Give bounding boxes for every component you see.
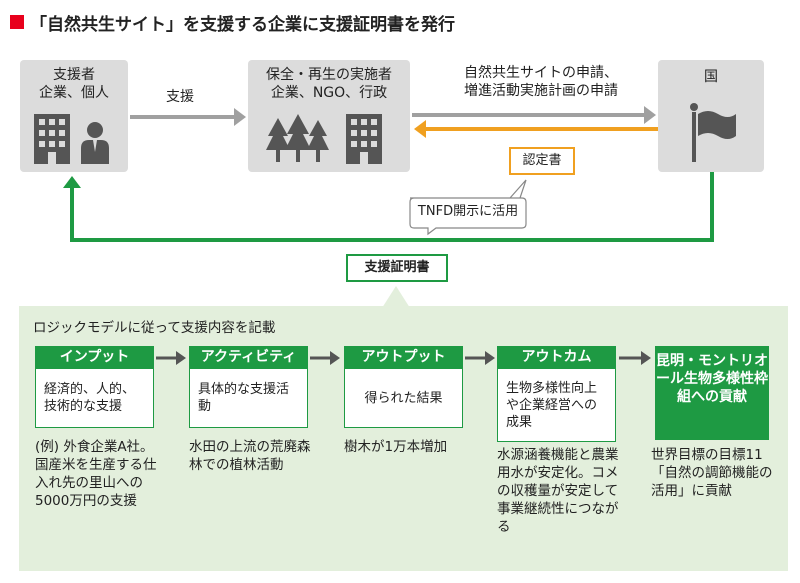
implementer-line1: 保全・再生の実施者 — [266, 67, 392, 83]
logic-title: ロジックモデルに従って支援内容を記載 — [33, 320, 276, 336]
application-line2: 増進活動実施計画の申請 — [464, 83, 618, 99]
step-activity-box: 具体的な支援活動 — [189, 368, 308, 428]
application-line1: 自然共生サイトの申請、 — [464, 65, 618, 81]
step-outcome-box: 生物多様性向上や企業経営への成果 — [497, 368, 616, 442]
support-arrow — [130, 108, 246, 126]
step-activity-desc: 水田の上流の荒廃森林での植林活動 — [189, 439, 311, 473]
title-marker — [10, 15, 24, 29]
step-arrow-3 — [465, 351, 495, 365]
step-output-box-text: 得られた結果 — [364, 390, 443, 406]
trees-building-icon — [266, 114, 382, 164]
step-outcome-head: アウトカム — [497, 346, 616, 368]
implementer-box: 保全・再生の実施者 企業、NGO、行政 — [248, 60, 410, 172]
step-activity-head: アクティビティ — [189, 346, 308, 368]
step-arrow-4 — [619, 351, 651, 365]
supporter-line1: 支援者 — [53, 67, 95, 83]
logic-model-panel: ロジックモデルに従って支援内容を記載 インプット 経済的、人的、技術的な支援 (… — [19, 306, 788, 571]
application-arrow — [412, 106, 656, 124]
step-output-head: アウトプット — [344, 346, 463, 368]
panel-pointer — [382, 286, 410, 308]
step-input-box: 経済的、人的、技術的な支援 — [35, 368, 154, 428]
step-outcome-box-text: 生物多様性向上や企業経営への成果 — [506, 380, 598, 430]
tnfd-bubble — [409, 179, 527, 236]
supporter-line2: 企業、個人 — [39, 85, 109, 101]
support-certificate-label: 支援証明書 — [346, 254, 448, 282]
implementer-line2: 企業、NGO、行政 — [270, 85, 388, 101]
step-output-box: 得られた結果 — [344, 368, 463, 428]
certificate-label: 認定書 — [509, 147, 575, 175]
building-person-icon — [34, 114, 109, 164]
final-goal-box: 昆明・モントリオール生物多様性枠組への貢献 — [655, 346, 769, 440]
country-box: 国 — [658, 60, 764, 172]
step-outcome-desc: 水源涵養機能と農業用水が安定化。コメの収穫量が安定して事業継続性につながる — [497, 447, 619, 535]
step-arrow-1 — [156, 351, 186, 365]
tnfd-label: TNFD開示に活用 — [417, 204, 519, 219]
step-activity-box-text: 具体的な支援活動 — [198, 382, 290, 414]
page-title: 「自然共生サイト」を支援する企業に支援証明書を発行 — [30, 15, 455, 35]
support-certificate-arrow — [63, 172, 714, 242]
supporter-box: 支援者 企業、個人 — [20, 60, 128, 172]
certificate-arrow — [414, 120, 658, 138]
step-input-head: インプット — [35, 346, 154, 368]
step-input-box-text: 経済的、人的、技術的な支援 — [44, 382, 136, 414]
step-arrow-2 — [310, 351, 340, 365]
support-label: 支援 — [166, 89, 194, 105]
final-goal-desc: 世界目標の目標11「自然の調節機能の活用」に貢献 — [651, 447, 773, 499]
step-output-desc: 樹木が1万本増加 — [344, 439, 448, 455]
flag-icon — [690, 103, 736, 162]
step-input-desc: (例) 外食企業A社。国産米を生産する仕入れ先の里山への5000万円の支援 — [35, 439, 157, 509]
country-label: 国 — [704, 69, 718, 85]
